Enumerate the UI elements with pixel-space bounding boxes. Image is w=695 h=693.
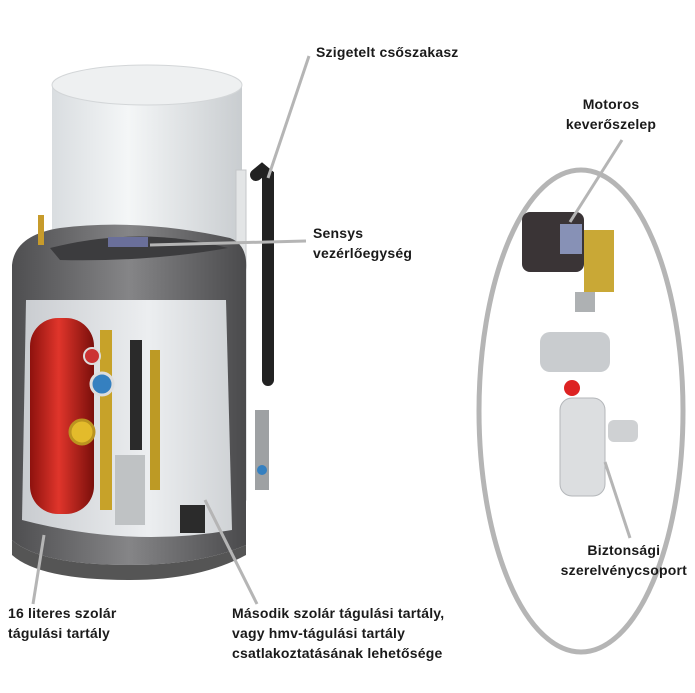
red-expansion-tank <box>30 318 94 514</box>
label-line: csatlakoztatásának lehetősége <box>232 645 443 661</box>
leader-controller <box>149 239 307 247</box>
detail-oval <box>476 167 686 655</box>
label-line: vezérlőegység <box>313 245 413 261</box>
label-line: Második szolár tágulási tartály, <box>232 605 445 621</box>
label-controller: Sensys vezérlőegység <box>313 223 412 263</box>
controller-display <box>108 237 148 247</box>
label-line: vagy hmv-tágulási tartály <box>232 625 406 641</box>
leader-lines <box>31 55 632 605</box>
label-line: Sensys <box>313 225 364 241</box>
label-line: Biztonsági <box>587 542 661 558</box>
leader-safety-group <box>603 461 632 539</box>
label-line: keverőszelep <box>565 116 657 132</box>
label-line: tágulási tartály <box>8 625 111 641</box>
side-fittings <box>255 410 269 490</box>
label-line: szerelvénycsoport <box>560 562 687 578</box>
label-line: Szigetelt csőszakasz <box>316 44 459 60</box>
leader-mixing-valve <box>568 139 624 223</box>
label-line: 16 literes szolár <box>8 605 117 621</box>
label-second-tank: Második szolár tágulási tartály, vagy hm… <box>232 603 444 663</box>
valve-top <box>38 215 44 245</box>
leader-expansion-tank <box>31 534 46 605</box>
leader-insulated-pipe <box>266 55 311 179</box>
leader-second-tank <box>203 499 259 605</box>
hydraulic-components <box>68 330 205 533</box>
label-line: Motoros <box>582 96 640 112</box>
label-mixing-valve: Motoros keverőszelep <box>556 94 666 134</box>
label-expansion-tank: 16 literes szolár tágulási tartály <box>8 603 116 643</box>
mixing-valve-assembly <box>522 212 638 497</box>
label-insulated-pipe: Szigetelt csőszakasz <box>316 42 459 62</box>
label-safety-group: Biztonsági szerelvénycsoport <box>561 540 687 580</box>
insulated-pipe <box>250 162 274 386</box>
